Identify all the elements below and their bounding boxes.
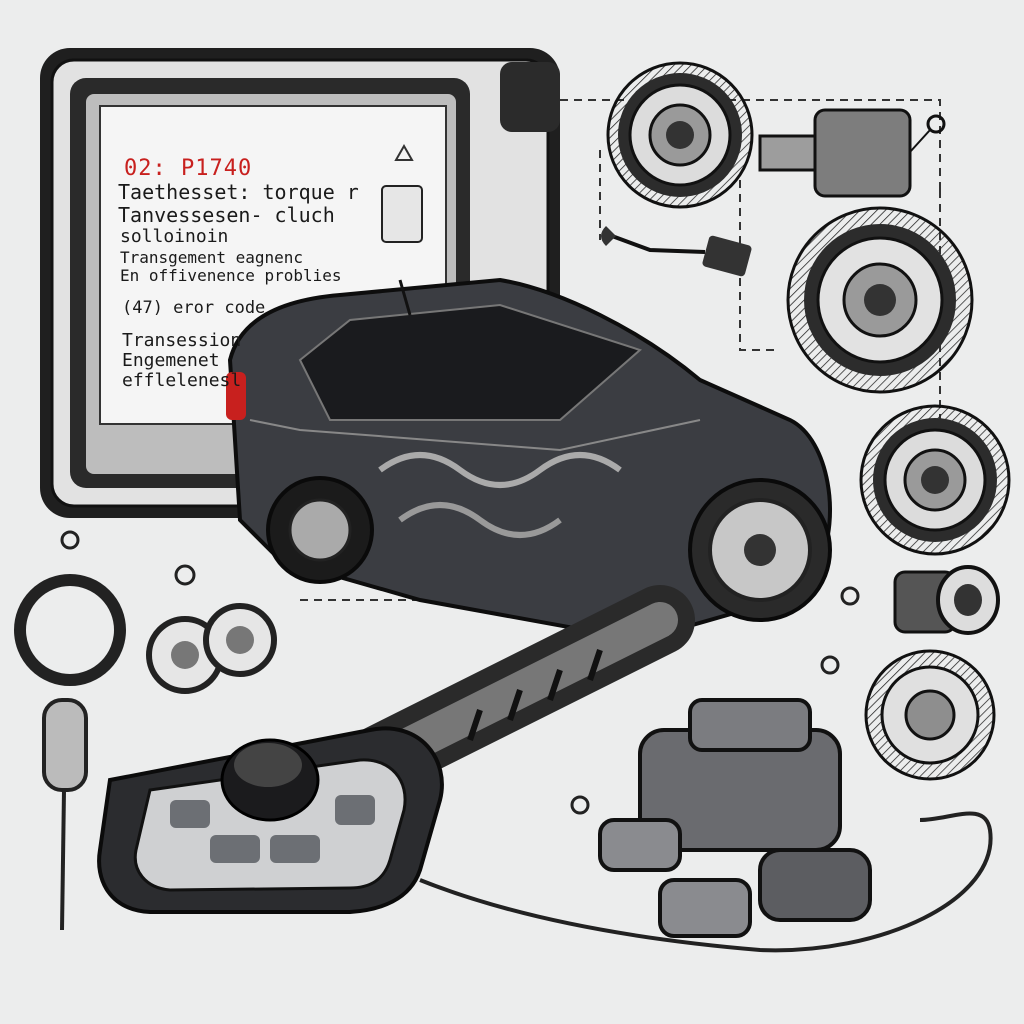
scan-tool-controller — [97, 726, 444, 914]
screen-line: solloinoin — [120, 226, 229, 247]
warning-icon — [394, 143, 414, 161]
wrench-icon — [601, 226, 706, 254]
usb-plug-icon — [702, 235, 752, 277]
probe-key — [42, 698, 88, 931]
bushing — [893, 565, 1000, 635]
shaft-coupler — [758, 108, 946, 198]
screen-line: En offivenence problies — [120, 266, 342, 285]
screen-line: Tanvessesen- cluch — [118, 203, 335, 227]
gear-icon — [859, 404, 1011, 556]
car-cutaway — [226, 277, 832, 643]
screen-line: Transgement eagnenc — [120, 248, 304, 267]
screen-line: efflelenesl — [122, 370, 242, 391]
gear-icon — [864, 649, 996, 781]
screen-line: Transession — [122, 330, 242, 351]
screen-line: (47) eror code — [122, 298, 266, 318]
flange-part — [146, 603, 277, 694]
gear-icon — [606, 61, 754, 209]
screen-line: Taethesset: torque r — [118, 180, 359, 204]
error-code-line: 02: P1740 — [124, 156, 253, 181]
solenoid-valve — [598, 698, 872, 938]
seal-ring — [14, 574, 126, 686]
screen-line: Engemenet — [122, 350, 220, 371]
drive-shaft — [345, 585, 695, 795]
cable — [419, 811, 993, 953]
gear-icon — [786, 206, 974, 394]
